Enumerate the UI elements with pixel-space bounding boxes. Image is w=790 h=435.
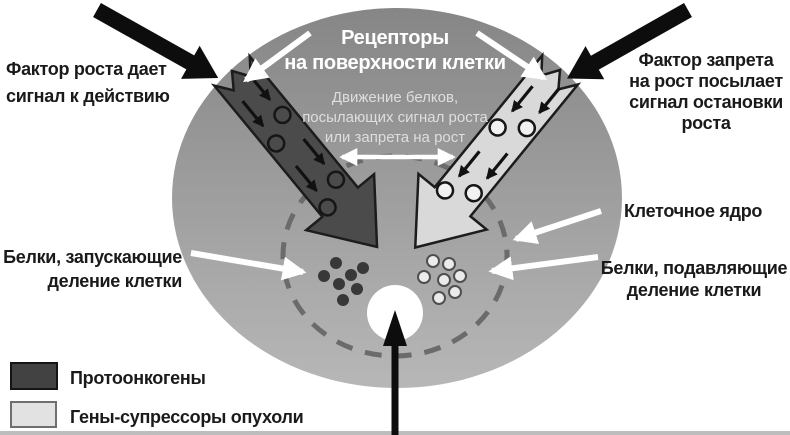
receptor-pointer-right-icon	[475, 30, 547, 81]
protein-flow-arrows-light	[457, 85, 561, 180]
division-activating-proteins-dots	[318, 257, 369, 306]
protein-dots-in-dark-arrow	[266, 105, 346, 217]
protein-dots-in-light-arrow	[435, 118, 537, 203]
annotation-arrows	[190, 30, 602, 281]
nucleus-pointer-icon	[512, 208, 602, 245]
protein-flow-arrows-dark	[241, 73, 326, 192]
tumor-suppressor-pathway-arrow	[413, 51, 582, 250]
label-growth-stop-factor: Фактор запрета на рост посылает сигнал о…	[629, 50, 783, 133]
label-cell-nucleus: Клеточное ядро	[624, 201, 763, 221]
proto-oncogene-pathway-arrow	[210, 52, 379, 249]
growth-stop-signal-arrow-icon	[567, 3, 692, 80]
label-protein-movement: Движение белков, посылающих сигнал роста…	[302, 89, 488, 146]
suppressing-proteins-pointer-icon	[488, 254, 599, 281]
receptor-pointer-left-icon	[243, 30, 312, 83]
legend-swatch-suppressor-genes	[10, 401, 57, 428]
legend-label-proto-oncogenes: Протоонкогены	[70, 368, 206, 388]
label-receptors: Рецепторы на поверхности клетки	[284, 27, 506, 74]
legend-label-suppressor-genes: Гены-супрессоры опухоли	[70, 407, 304, 427]
label-proteins-suppress: Белки, подавляющие деление клетки	[600, 258, 788, 300]
nucleus-signal-arrow-icon	[383, 310, 407, 435]
growth-factor-signal-arrow-icon	[93, 3, 219, 79]
label-growth-factor: Фактор роста дает сигнал к действию	[6, 59, 170, 106]
label-proteins-activate: Белки, запускающие деление клетки	[3, 247, 182, 291]
activating-proteins-pointer-icon	[190, 250, 307, 281]
legend-swatch-proto-oncogenes	[10, 362, 58, 390]
division-suppressing-proteins-dots	[417, 254, 467, 305]
